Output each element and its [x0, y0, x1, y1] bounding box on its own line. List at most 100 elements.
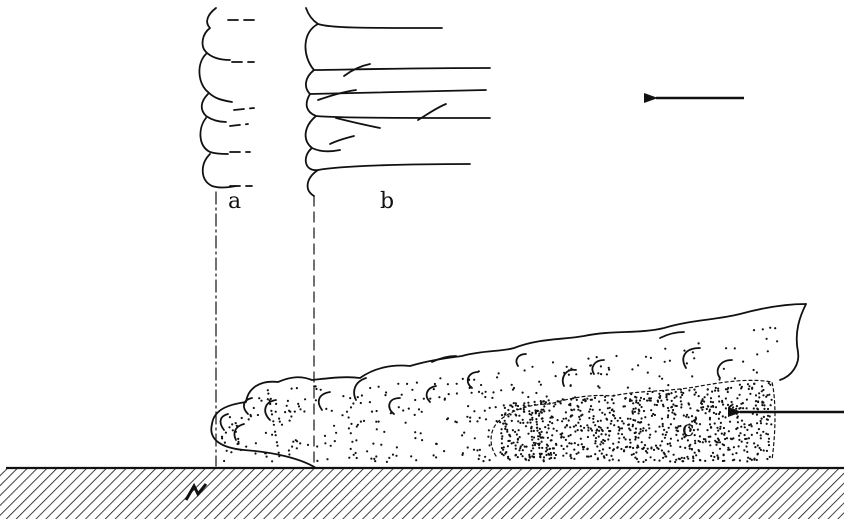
dense-particle-dot [683, 457, 685, 459]
dense-particle-dot [572, 397, 574, 399]
dense-particle-dot [518, 449, 520, 451]
particle-dot [658, 375, 660, 377]
dense-particle-dot [580, 425, 582, 427]
particle-dot [288, 410, 290, 412]
dense-particle-dot [770, 404, 772, 406]
particle-dot [267, 389, 269, 391]
dense-particle-dot [666, 395, 668, 397]
particle-dot [473, 449, 475, 451]
particle-dot [598, 387, 600, 389]
dense-particle-dot [640, 431, 642, 433]
dense-particle-dot [657, 400, 659, 402]
dense-particle-dot [614, 417, 616, 419]
dense-particle-dot [665, 434, 667, 436]
particle-dot [538, 381, 540, 383]
particle-dot [333, 425, 335, 427]
dense-particle-dot [675, 395, 677, 397]
dense-particle-dot [501, 442, 503, 444]
dense-particle-dot [507, 440, 509, 442]
dense-particle-dot [580, 429, 582, 431]
particle-dot [266, 456, 268, 458]
dense-particle-dot [661, 440, 663, 442]
dense-particle-dot [673, 413, 675, 415]
dense-particle-dot [590, 405, 592, 407]
dense-particle-dot [753, 442, 755, 444]
particle-dot [376, 428, 378, 430]
dense-particle-dot [552, 447, 554, 449]
dense-particle-dot [637, 437, 639, 439]
particle-dot [398, 406, 400, 408]
particle-dot [600, 373, 602, 375]
dense-particle-dot [655, 445, 657, 447]
dense-particle-dot [555, 444, 557, 446]
dense-particle-dot [653, 459, 655, 461]
dense-particle-dot [639, 404, 641, 406]
dense-particle-dot [712, 459, 714, 461]
particle-dot [385, 391, 387, 393]
dense-particle-dot [535, 418, 537, 420]
dense-particle-dot [561, 420, 563, 422]
dense-particle-dot [525, 446, 527, 448]
particle-dot [429, 398, 431, 400]
particle-dot [296, 387, 298, 389]
dense-particle-dot [529, 422, 531, 424]
dense-particle-dot [640, 428, 642, 430]
dense-particle-dot [705, 412, 707, 414]
dense-particle-dot [768, 382, 770, 384]
dense-particle-dot [588, 417, 590, 419]
dense-particle-dot [648, 424, 650, 426]
particle-dot [435, 456, 437, 458]
dense-particle-dot [715, 433, 717, 435]
dense-particle-dot [648, 427, 650, 429]
dense-particle-dot [710, 401, 712, 403]
particle-dot [498, 372, 500, 374]
dense-particle-dot [751, 387, 753, 389]
dense-particle-dot [712, 452, 714, 454]
dense-particle-dot [765, 396, 767, 398]
dense-particle-dot [719, 428, 721, 430]
dense-particle-dot [719, 448, 721, 450]
dense-particle-dot [604, 399, 606, 401]
dense-particle-dot [671, 400, 673, 402]
particle-dot [587, 358, 589, 360]
dense-particle-dot [602, 430, 604, 432]
dense-particle-dot [763, 404, 765, 406]
dense-particle-dot [758, 428, 760, 430]
dense-particle-dot [719, 426, 721, 428]
dense-particle-dot [743, 423, 745, 425]
dense-particle-dot [646, 452, 648, 454]
dense-particle-dot [634, 438, 636, 440]
dense-particle-dot [541, 409, 543, 411]
particle-dot [434, 383, 436, 385]
dense-particle-dot [532, 447, 534, 449]
dense-particle-dot [675, 459, 677, 461]
dense-particle-dot [760, 434, 762, 436]
particle-dot [316, 445, 318, 447]
particle-dot [245, 446, 247, 448]
particle-dot [469, 417, 471, 419]
dense-particle-dot [658, 426, 660, 428]
dense-particle-dot [670, 423, 672, 425]
dense-particle-dot [515, 402, 517, 404]
particle-dot [342, 395, 344, 397]
dense-particle-dot [635, 451, 637, 453]
particle-dot [237, 443, 239, 445]
particle-dot [600, 365, 602, 367]
dense-particle-dot [630, 393, 632, 395]
dense-particle-dot [770, 423, 772, 425]
dense-particle-dot [638, 412, 640, 414]
dense-particle-dot [715, 413, 717, 415]
particle-dot [596, 356, 598, 358]
dense-particle-dot [655, 430, 657, 432]
particle-dot [356, 457, 358, 459]
dense-particle-dot [667, 443, 669, 445]
dense-particle-dot [549, 421, 551, 423]
dense-particle-dot [570, 416, 572, 418]
dense-particle-dot [668, 450, 670, 452]
dense-particle-dot [544, 403, 546, 405]
dense-particle-dot [577, 422, 579, 424]
dense-particle-dot [599, 409, 601, 411]
particle-dot [461, 454, 463, 456]
particle-dot [448, 393, 450, 395]
dense-particle-dot [687, 458, 689, 460]
